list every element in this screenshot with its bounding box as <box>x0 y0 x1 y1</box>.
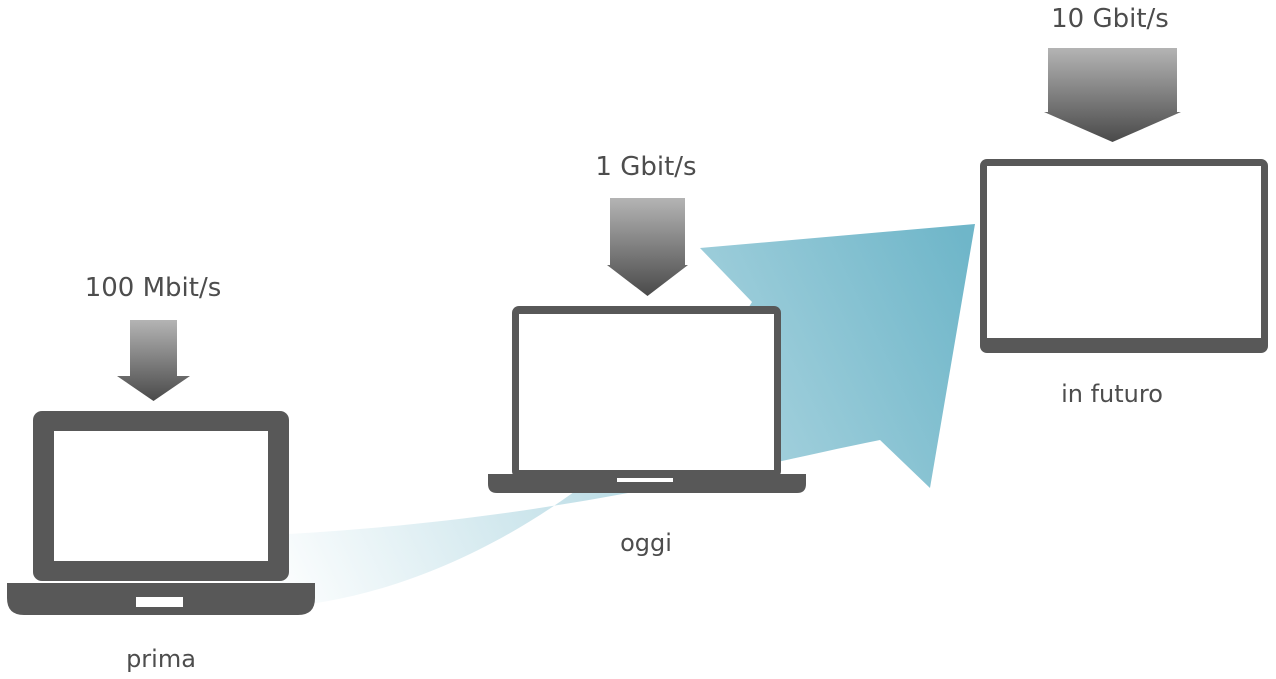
download-arrow-icon <box>1044 48 1181 142</box>
stage-caption: oggi <box>620 529 672 557</box>
laptop-icon <box>488 306 806 493</box>
growth-arrow <box>268 224 975 608</box>
download-arrow-icon <box>117 320 190 401</box>
stage-in-futuro: 10 Gbit/s in futuro <box>980 4 1268 408</box>
laptop-icon <box>7 411 315 615</box>
stage-caption: in futuro <box>1061 380 1163 408</box>
speed-label: 100 Mbit/s <box>85 273 222 303</box>
display-icon <box>980 159 1268 353</box>
download-arrow-icon <box>607 198 688 296</box>
speed-label: 1 Gbit/s <box>595 152 696 182</box>
stage-oggi: 1 Gbit/s oggi <box>488 152 806 557</box>
stage-prima: 100 Mbit/s prima <box>7 273 315 673</box>
speed-label: 10 Gbit/s <box>1051 4 1169 34</box>
stage-caption: prima <box>126 645 196 673</box>
